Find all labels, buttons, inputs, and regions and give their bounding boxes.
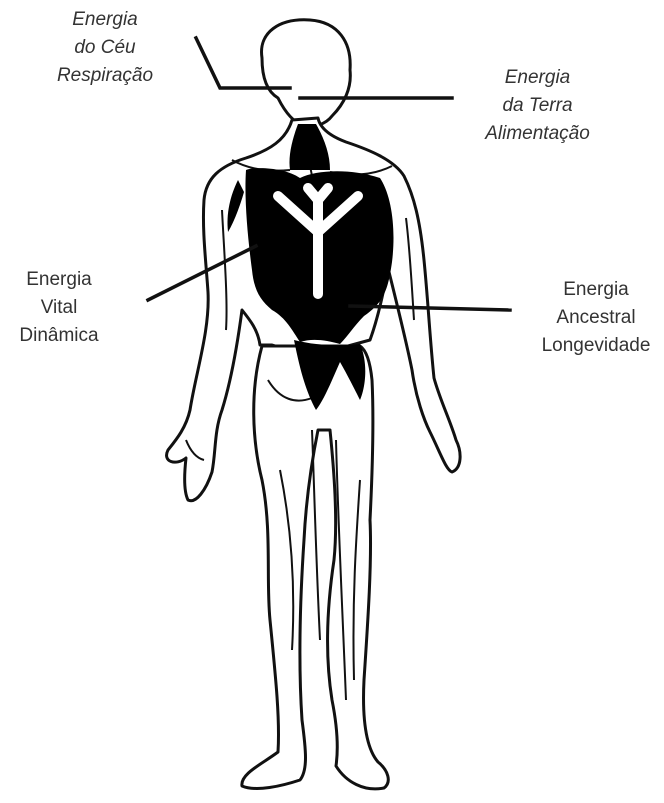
label-vital-energy: Energia Vital Dinâmica — [0, 266, 118, 350]
head-outline — [262, 20, 351, 127]
label-earth-line1: Energia — [455, 64, 620, 92]
label-earth-line3: Alimentação — [455, 120, 620, 148]
legs-outline — [242, 346, 388, 789]
label-earth-line2: da Terra — [455, 92, 620, 120]
label-vital-line1: Energia — [0, 266, 118, 294]
label-heaven-line2: do Céu — [30, 34, 180, 62]
label-ancestral-line2: Ancestral — [528, 304, 664, 332]
label-ancestral-line3: Longevidade — [528, 332, 664, 360]
label-ancestral-energy: Energia Ancestral Longevidade — [528, 276, 664, 360]
label-ancestral-line1: Energia — [528, 276, 664, 304]
label-vital-line2: Vital — [0, 294, 118, 322]
label-heaven-line1: Energia — [30, 6, 180, 34]
label-earth-energy: Energia da Terra Alimentação — [455, 64, 620, 148]
label-heaven-line3: Respiração — [30, 62, 180, 90]
label-heaven-energy: Energia do Céu Respiração — [30, 6, 180, 90]
label-vital-line3: Dinâmica — [0, 322, 118, 350]
